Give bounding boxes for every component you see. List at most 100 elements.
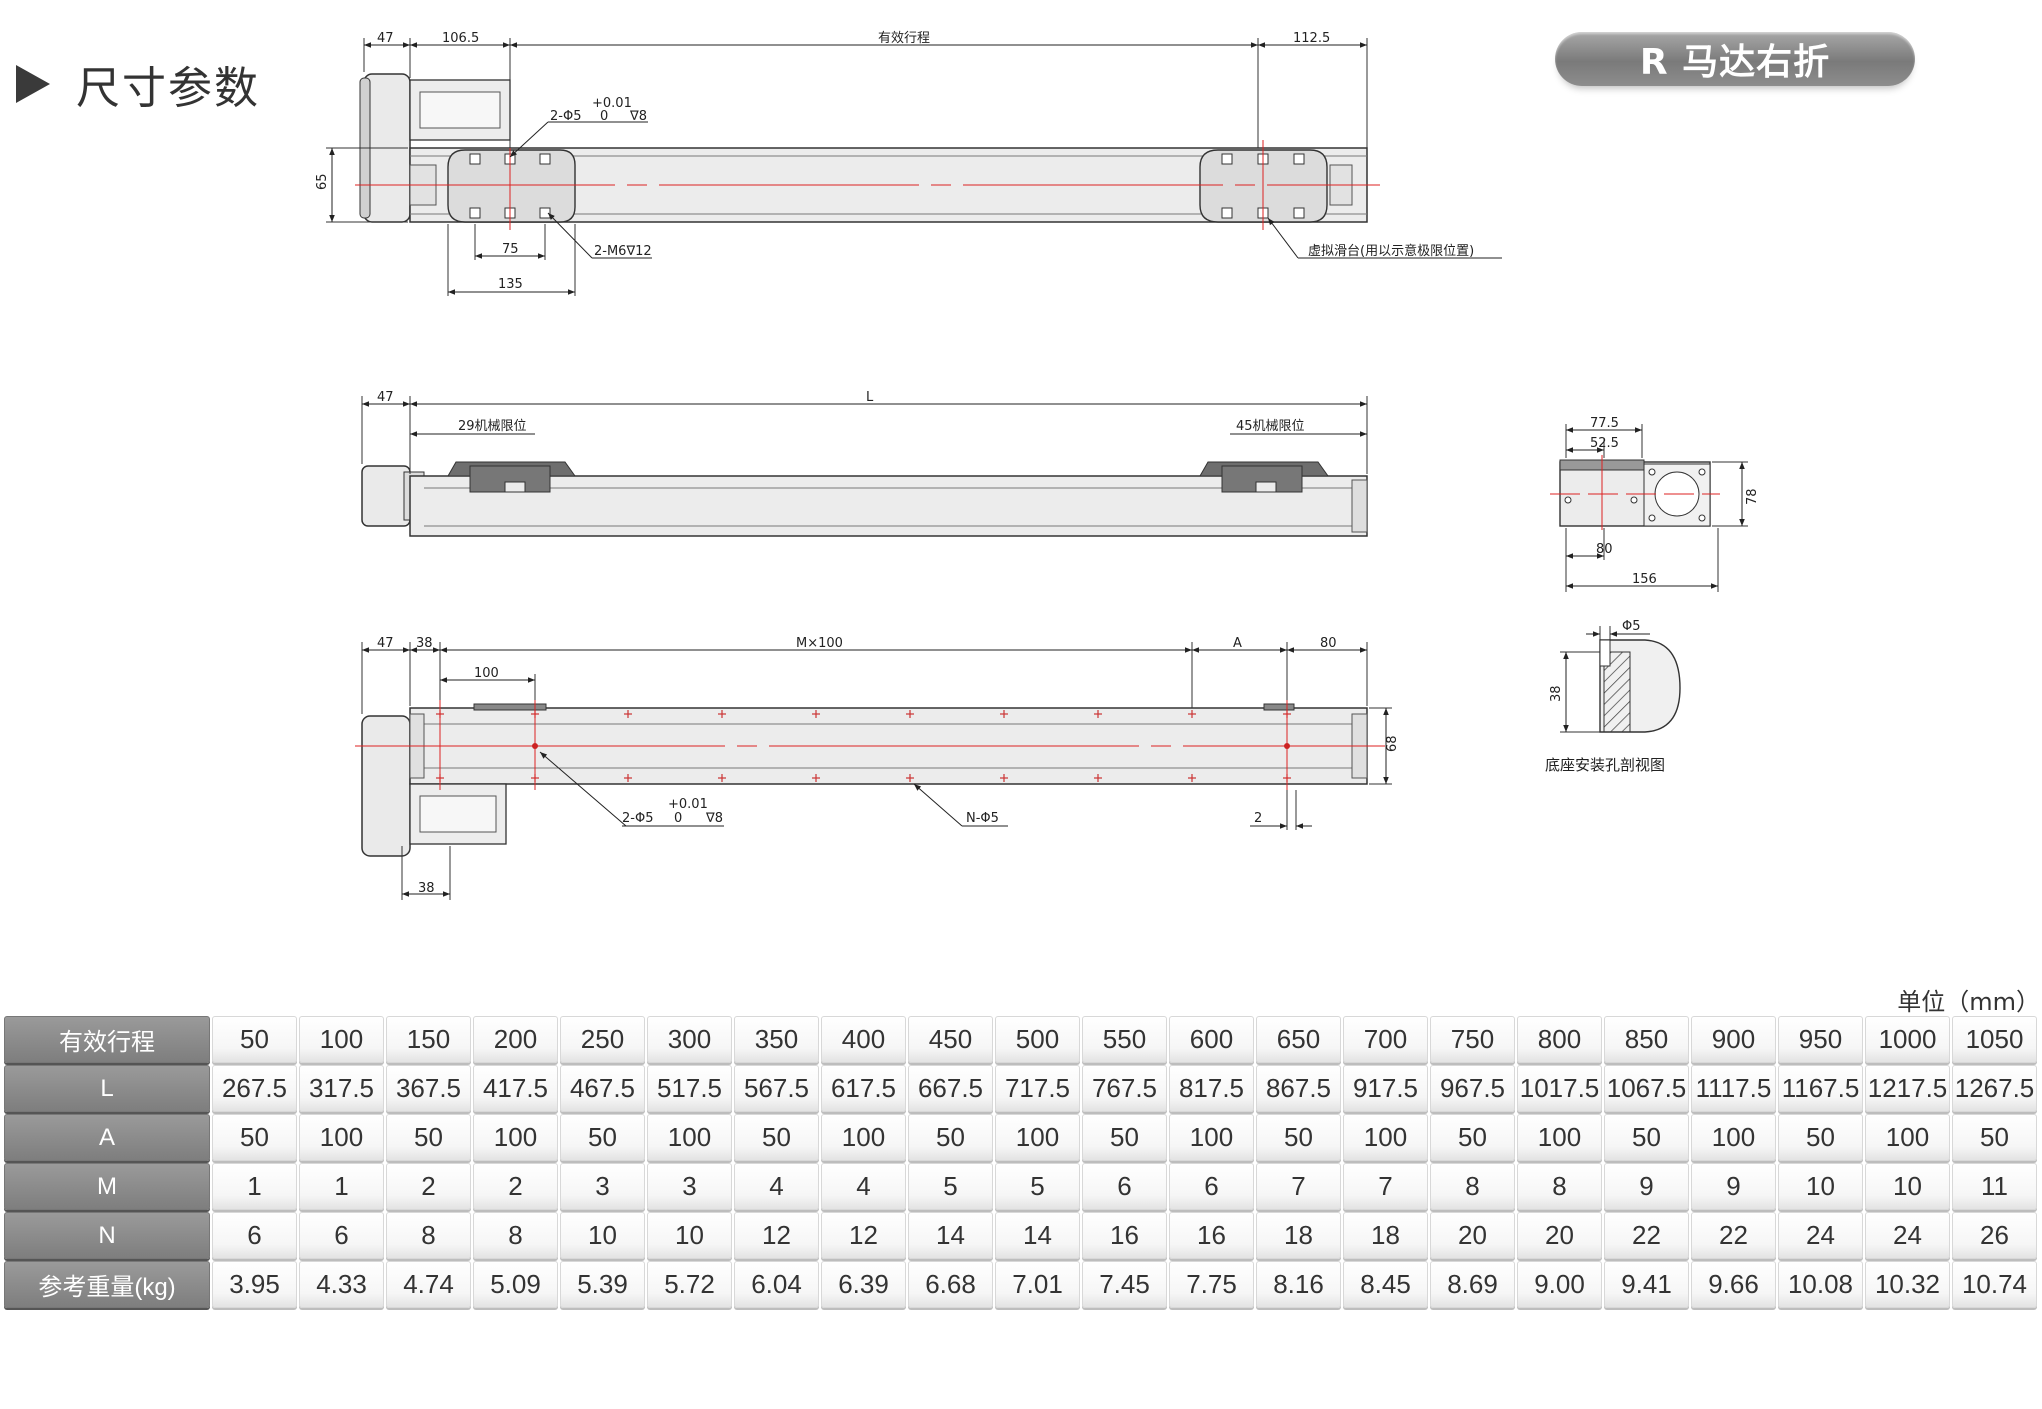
table-cell: 3.95	[212, 1261, 297, 1308]
coupling-inner	[419, 91, 501, 129]
table-cell: 10.32	[1865, 1261, 1950, 1308]
table-cell: 867.5	[1256, 1065, 1341, 1112]
dimension-lines	[1566, 427, 1745, 589]
table-cell: 6.68	[908, 1261, 993, 1308]
table-cell: 10	[1865, 1163, 1950, 1210]
table-cell: 717.5	[995, 1065, 1080, 1112]
end-view: 77.5 52.5 78 80 156	[1550, 416, 1760, 592]
table-cell: 200	[473, 1016, 558, 1063]
table-cell: 1267.5	[1952, 1065, 2037, 1112]
table-cell: 550	[1082, 1016, 1167, 1063]
dim-100: 100	[474, 666, 499, 681]
table-cell: 6	[1169, 1163, 1254, 1210]
table-cell: 9.41	[1604, 1261, 1689, 1308]
table-cell: 22	[1604, 1212, 1689, 1259]
table-cell: 8	[473, 1212, 558, 1259]
table-cell: 9.66	[1691, 1261, 1776, 1308]
table-cell: 1167.5	[1778, 1065, 1863, 1112]
section-caption: 底座安装孔剖视图	[1545, 756, 1665, 774]
table-cell: 50	[386, 1114, 471, 1161]
table-cell: 12	[821, 1212, 906, 1259]
table-cell: 50	[1778, 1114, 1863, 1161]
table-cell: 450	[908, 1016, 993, 1063]
dim-75: 75	[502, 242, 519, 257]
table-cell: 100	[995, 1114, 1080, 1161]
hole-callout-depth: ∇8	[629, 109, 647, 124]
table-cell: 250	[560, 1016, 645, 1063]
table-cell: 8	[1430, 1163, 1515, 1210]
table-cell: 16	[1082, 1212, 1167, 1259]
virtual-slider-note: 虚拟滑台(用以示意极限位置)	[1308, 243, 1474, 259]
table-cell: 26	[1952, 1212, 2037, 1259]
table-cell: 567.5	[734, 1065, 819, 1112]
dimension-lines	[1563, 631, 1650, 732]
row-header: A	[4, 1114, 210, 1161]
dim-80: 80	[1320, 636, 1337, 651]
dim-47: 47	[377, 31, 394, 46]
table-cell: 7.45	[1082, 1261, 1167, 1308]
table-cell: 100	[821, 1114, 906, 1161]
table-cell: 4	[734, 1163, 819, 1210]
top-view: 47 106.5 有效行程 112.5 65 +0.01 2-Φ5 0 ∇8 7…	[315, 31, 1502, 296]
dim-38-bottom: 38	[418, 881, 435, 896]
left-limit-label: 29机械限位	[458, 419, 527, 434]
table-cell: 14	[908, 1212, 993, 1259]
dim-m-x-100: M×100	[796, 636, 843, 651]
table-cell: 18	[1256, 1212, 1341, 1259]
table-cell: 817.5	[1169, 1065, 1254, 1112]
table-cell: 12	[734, 1212, 819, 1259]
table-cell: 6	[299, 1212, 384, 1259]
table-cell: 517.5	[647, 1065, 732, 1112]
table-cell: 9	[1604, 1163, 1689, 1210]
table-cell: 967.5	[1430, 1065, 1515, 1112]
dim-65: 65	[315, 173, 330, 190]
table-cell: 50	[1952, 1114, 2037, 1161]
slider-left	[447, 149, 576, 223]
hole-callout: 2-Φ5	[550, 109, 581, 124]
slider-left-notch	[504, 481, 526, 493]
dim-phi5: Φ5	[1622, 619, 1641, 634]
table-cell: 500	[995, 1016, 1080, 1063]
table-cell: 4.74	[386, 1261, 471, 1308]
table-cell: 11	[1952, 1163, 2037, 1210]
table-cell: 600	[1169, 1016, 1254, 1063]
slider-edge-right	[1263, 703, 1295, 711]
dimension-lines	[329, 42, 1502, 295]
table-cell: 750	[1430, 1016, 1515, 1063]
row-header: 参考重量(kg)	[4, 1261, 210, 1308]
dim-2: 2	[1254, 811, 1262, 826]
table-cell: 1117.5	[1691, 1065, 1776, 1112]
table-cell: 350	[734, 1016, 819, 1063]
table-cell: 8	[386, 1212, 471, 1259]
table-cell: 20	[1517, 1212, 1602, 1259]
right-limit-label: 45机械限位	[1236, 419, 1305, 434]
dim-52-5: 52.5	[1590, 436, 1619, 451]
dim-80: 80	[1596, 542, 1613, 557]
table-cell: 9	[1691, 1163, 1776, 1210]
dim-156: 156	[1632, 572, 1657, 587]
dim-77-5: 77.5	[1590, 416, 1619, 431]
dim-A: A	[1233, 636, 1242, 651]
slider-right-notch	[1255, 481, 1277, 493]
table-cell: 6	[1082, 1163, 1167, 1210]
table-cell: 1067.5	[1604, 1065, 1689, 1112]
table-cell: 5.72	[647, 1261, 732, 1308]
table-cell: 800	[1517, 1016, 1602, 1063]
hole-callout: 2-Φ5	[622, 811, 653, 826]
table-cell: 50	[212, 1114, 297, 1161]
variant-badge: R 马达右折	[1555, 32, 1915, 86]
table-cell: 50	[212, 1016, 297, 1063]
tolerance: +0.01	[668, 797, 708, 812]
dimension-lines	[362, 401, 1367, 437]
hole-callout-depth: ∇8	[705, 811, 723, 826]
section-view: Φ5 38 底座安装孔剖视图	[1545, 619, 1681, 774]
table-cell: 317.5	[299, 1065, 384, 1112]
table-cell: 300	[647, 1016, 732, 1063]
table-cell: 10.74	[1952, 1261, 2037, 1308]
table-cell: 4.33	[299, 1261, 384, 1308]
table-cell: 10	[1778, 1163, 1863, 1210]
